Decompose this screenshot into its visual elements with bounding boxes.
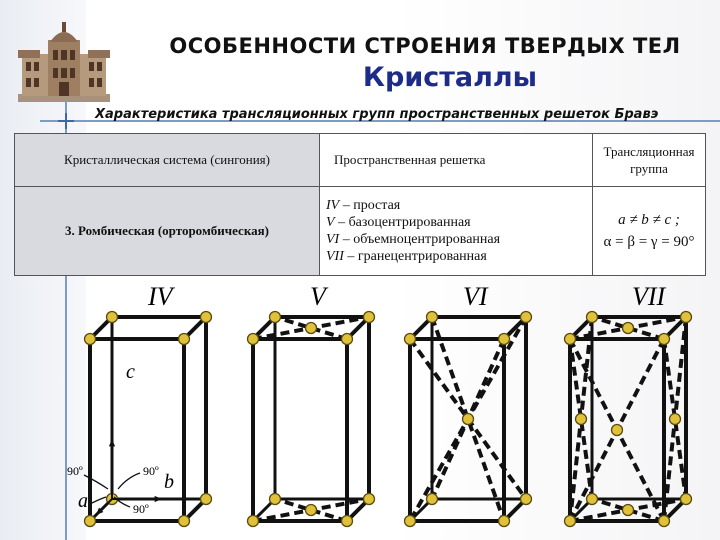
- figure-label-vii: VII: [632, 282, 667, 311]
- figure-label-iv: IV: [147, 282, 176, 311]
- lattice-atom: [563, 332, 577, 346]
- lattice-atom: [621, 503, 635, 517]
- header-crystal-system: Кристаллическая система (сингония): [14, 133, 320, 187]
- figure-label-vi: VI: [463, 282, 489, 311]
- lattice-atom: [268, 310, 282, 324]
- angle-label-2: 90º: [143, 464, 159, 478]
- header-translation-line2: группа: [630, 161, 668, 176]
- lattice-atom: [246, 514, 260, 528]
- lattice-atom: [362, 310, 376, 324]
- lattice-diagonal: [662, 338, 688, 500]
- lattice-atom: [304, 503, 318, 517]
- lattice-item-vi: VI – объемноцентрированная: [326, 232, 501, 247]
- lattice-atom: [177, 332, 191, 346]
- figure-label-v: V: [310, 282, 329, 311]
- blue-vertical-rule: [65, 95, 67, 540]
- axis-arrowhead: [108, 439, 116, 447]
- lattice-atom: [461, 412, 475, 426]
- lattice-atom: [679, 492, 693, 506]
- lattice-atom: [497, 332, 511, 346]
- lattice-atom: [668, 412, 682, 426]
- lattice-atom: [585, 310, 599, 324]
- translation-inequality: a ≠ b ≠ c ;: [618, 212, 680, 228]
- lattice-atom: [177, 514, 191, 528]
- lattice-item-v: V – базоцентрированная: [326, 215, 471, 230]
- blue-horizontal-rule: [40, 120, 720, 122]
- lattice-atom: [83, 332, 97, 346]
- lattice-atom: [497, 514, 511, 528]
- axis-arrowhead: [96, 507, 104, 515]
- lattice-diagonal: [274, 315, 348, 341]
- translation-group-cell: a ≠ b ≠ c ; α = β = γ = 90°: [592, 186, 706, 276]
- angle-arrows: [83, 472, 141, 508]
- page-title: ОСОБЕННОСТИ СТРОЕНИЯ ТВЕРДЫХ ТЕЛ: [169, 34, 681, 58]
- lattice-item-iv: IV – простая: [326, 198, 401, 213]
- header-translation-line1: Трансляционная: [603, 144, 695, 159]
- lattice-atom: [425, 492, 439, 506]
- lattice-atom: [563, 514, 577, 528]
- axis-arrowhead: [154, 495, 162, 503]
- lattice-atom: [519, 310, 533, 324]
- lattice-atom: [403, 332, 417, 346]
- translation-angles: α = β = γ = 90°: [603, 234, 695, 250]
- lattice-diagonal: [430, 316, 506, 522]
- lattice-atom: [585, 492, 599, 506]
- page-subtitle: Кристаллы: [362, 62, 538, 93]
- lattice-atom: [362, 492, 376, 506]
- blue-cross-mark: [58, 113, 74, 129]
- lattice-diagonal: [568, 338, 594, 500]
- axis-label-b: b: [164, 471, 174, 493]
- table-row: 3. Ромбическая (орторомбическая) IV – пр…: [14, 186, 706, 276]
- lattice-atom: [246, 332, 260, 346]
- bravais-cells-figure: IV V VI VII c b a 90º 90º 90º: [67, 282, 693, 528]
- lattice-atom: [610, 423, 624, 437]
- header-space-lattice: Пространственная решетка: [319, 133, 593, 187]
- axis-label-c: c: [126, 361, 135, 383]
- table-caption: Характеристика трансляционных групп прос…: [95, 107, 659, 122]
- lattice-atom: [304, 321, 318, 335]
- lattice-atom: [425, 310, 439, 324]
- lattice-diagonal: [591, 497, 665, 523]
- lattice-atom: [268, 492, 282, 506]
- lattice-atom: [340, 332, 354, 346]
- lattice-atom: [574, 412, 588, 426]
- lattice-atom: [657, 332, 671, 346]
- lattice-diagonal: [591, 315, 665, 341]
- lattice-diagonal: [274, 497, 348, 523]
- angle-label-3: 90º: [133, 502, 149, 516]
- lattice-atom: [83, 514, 97, 528]
- table-header-row: Кристаллическая система (сингония) Прост…: [14, 133, 706, 187]
- bravais-lattice-table: Кристаллическая система (сингония) Прост…: [14, 133, 706, 276]
- lattice-atom: [519, 492, 533, 506]
- lattice-atom: [657, 514, 671, 528]
- axis-label-a: a: [78, 490, 88, 512]
- header-translation-group: Трансляционная группа: [592, 133, 706, 187]
- lattice-atom: [105, 310, 119, 324]
- lattice-atom: [621, 321, 635, 335]
- crystal-system-cell: 3. Ромбическая (орторомбическая): [14, 186, 320, 276]
- lattice-types-cell: IV – простая V – базоцентрированная VI –…: [319, 186, 593, 276]
- lattice-atom: [199, 492, 213, 506]
- lattice-item-vii: VII – гранецентрированная: [326, 249, 487, 264]
- university-building-logo: [18, 22, 110, 102]
- lattice-atom: [403, 514, 417, 528]
- angle-label-1: 90º: [67, 464, 83, 478]
- lattice-atom: [199, 310, 213, 324]
- lattice-atom: [340, 514, 354, 528]
- lattice-atom: [679, 310, 693, 324]
